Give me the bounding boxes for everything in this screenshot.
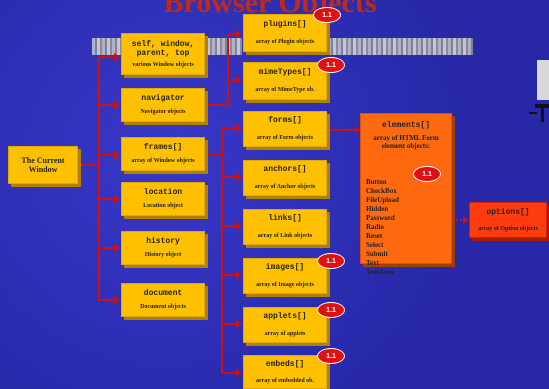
- node-name: plugins[]: [263, 20, 307, 29]
- node-desc: array of MimeType ob.: [255, 87, 315, 93]
- node-desc: array of HTML Form: [373, 134, 439, 142]
- decorative-figure: [529, 60, 549, 122]
- node-mimetypes: mimeTypes[] array of MimeType ob.: [243, 62, 327, 100]
- node-plugins: plugins[] array of Plugin objects: [243, 14, 327, 52]
- version-badge-images: 1.1: [317, 253, 345, 269]
- node-desc: array of Option objects: [478, 225, 538, 232]
- list-item: Text: [366, 259, 379, 267]
- node-desc: element objects:: [381, 142, 431, 150]
- node-desc: array of applets: [264, 331, 306, 337]
- node-name: forms[]: [268, 116, 302, 125]
- root-label-line1: The Current: [21, 156, 65, 165]
- node-name: applets[]: [263, 312, 307, 321]
- node-anchors: anchors[] array of Anchor objects: [243, 160, 327, 196]
- node-desc: array of Form objects: [256, 135, 314, 141]
- list-item: FileUpload: [366, 196, 400, 204]
- node-name: links[]: [268, 214, 302, 223]
- list-item: Radio: [366, 223, 384, 231]
- node-applets: applets[] array of applets: [243, 307, 327, 343]
- node-images: images[] array of Image objects: [243, 258, 327, 294]
- version-badge-mimetypes: 1.1: [317, 57, 345, 73]
- version-badge-plugins: 1.1: [313, 7, 341, 23]
- node-navigator: navigator Navigator objects: [121, 88, 205, 122]
- node-history: history History object: [121, 231, 205, 265]
- version-badge-embeds: 1.1: [317, 348, 345, 364]
- node-name: images[]: [265, 263, 305, 272]
- version-badge-fileupload: 1.1: [413, 166, 441, 182]
- node-name: self, window, parent, top: [131, 39, 195, 58]
- node-desc: array of Window objects: [131, 158, 195, 164]
- list-item: CheckBox: [366, 187, 397, 195]
- version-badge-applets: 1.1: [317, 302, 345, 318]
- node-name: elements[]: [381, 121, 430, 130]
- node-name: document: [143, 289, 183, 298]
- node-name: anchors[]: [263, 165, 307, 174]
- node-embeds: embeds[] array of embedded ob.: [243, 355, 327, 389]
- node-desc: History object: [144, 252, 182, 258]
- decorative-texture-right: [288, 38, 473, 55]
- node-frames: frames[] array of Window objects: [121, 137, 205, 171]
- node-options: options[] array of Option objects: [469, 202, 547, 238]
- node-name: history: [146, 237, 180, 246]
- list-item: Button: [366, 178, 387, 186]
- node-links: links[] array of Link objects: [243, 209, 327, 245]
- elements-list: Button CheckBox FileUpload Hidden Passwo…: [366, 178, 399, 277]
- node-name: location: [143, 188, 183, 197]
- node-forms: forms[] array of Form objects: [243, 111, 327, 147]
- node-name: embeds[]: [265, 359, 305, 369]
- list-item: TextArea: [366, 268, 394, 276]
- node-desc: array of Anchor objects: [254, 184, 316, 190]
- current-window-node: The Current Window: [8, 146, 78, 184]
- node-desc: Location object: [143, 203, 183, 209]
- list-item: Select: [366, 241, 384, 249]
- node-elements: elements[] array of HTML Form element ob…: [360, 113, 452, 264]
- node-name: mimeTypes[]: [258, 68, 312, 77]
- node-desc: Navigator objects: [140, 109, 186, 115]
- node-desc: various Window objects: [132, 61, 194, 68]
- node-desc: array of embedded ob.: [256, 377, 314, 384]
- root-label-line2: Window: [28, 165, 58, 174]
- list-item: Submit: [366, 250, 388, 258]
- node-desc: Document objects: [140, 304, 186, 310]
- node-desc: array of Link objects: [257, 233, 313, 239]
- node-document: document Document objects: [121, 283, 205, 317]
- node-desc: array of Plugin objects: [255, 39, 315, 45]
- list-item: Hidden: [366, 205, 389, 213]
- node-self-window-parent-top: self, window, parent, top various Window…: [121, 33, 205, 75]
- node-location: location Location object: [121, 182, 205, 216]
- node-name: frames[]: [143, 143, 183, 152]
- node-name: options[]: [486, 207, 530, 217]
- list-item: Reset: [366, 232, 383, 240]
- node-desc: array of Image objects: [256, 282, 314, 288]
- list-item: Password: [366, 214, 395, 222]
- node-name: navigator: [141, 94, 185, 103]
